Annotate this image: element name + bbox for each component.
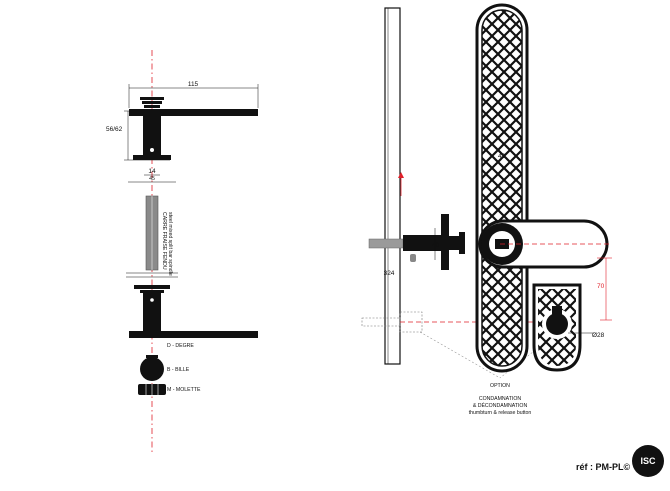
thumbturn-knob	[546, 313, 568, 335]
dimension-14: 14	[148, 168, 156, 175]
option-line-1: CONDAMNATION	[479, 396, 522, 402]
upper-rosette	[133, 155, 171, 160]
option-line-3: thumbturn & release button	[469, 410, 532, 416]
dimension-hole: Ø28	[592, 332, 605, 339]
part-m-label: M - MOLETTE	[167, 387, 201, 393]
option-title: OPTION	[490, 383, 510, 389]
lower-lever	[129, 331, 258, 338]
lower-neck	[143, 293, 161, 331]
left-assembly: 115 56/62 14 45 CARRE FRAISE FENDU steel…	[106, 50, 259, 455]
spindle-label-fr: CARRE FRAISE FENDU	[161, 212, 167, 270]
upper-lever	[129, 109, 258, 116]
dimension-324: 324	[384, 270, 395, 277]
dimension-56-62: 56/62	[106, 126, 123, 133]
footer: réf : PM-PL© ISC	[576, 445, 664, 477]
door-leaf	[384, 7, 401, 365]
reference-code: réf : PM-PL©	[576, 462, 631, 472]
upper-neck	[143, 116, 161, 156]
dimension-70: 70	[597, 283, 605, 290]
dimension-115: 115	[188, 81, 199, 88]
dimension-43: 43	[498, 153, 506, 160]
option-line-2: & DÉCONDAMNATION	[473, 402, 528, 409]
lattice-pattern	[482, 10, 522, 366]
spindle-label-en: steel mixed split bar spindle	[167, 212, 173, 276]
option-caption: OPTION CONDAMNATION & DÉCONDAMNATION thu…	[469, 383, 532, 416]
side-rosette	[441, 214, 449, 270]
side-view: 324 40	[361, 7, 549, 379]
dimension-40: 40	[432, 242, 440, 249]
ball-part	[140, 357, 164, 381]
part-d-label: D - DEGRE	[167, 343, 194, 349]
lower-rosette	[134, 285, 170, 289]
dimension-45: 45	[149, 176, 155, 182]
front-plate: 43 70 Ø28	[475, 3, 612, 373]
part-b-label: B - BILLE	[167, 367, 190, 373]
brand-logo-text: ISC	[640, 456, 656, 466]
brand-logo: ISC	[632, 445, 664, 477]
side-handle-neck	[403, 235, 445, 251]
